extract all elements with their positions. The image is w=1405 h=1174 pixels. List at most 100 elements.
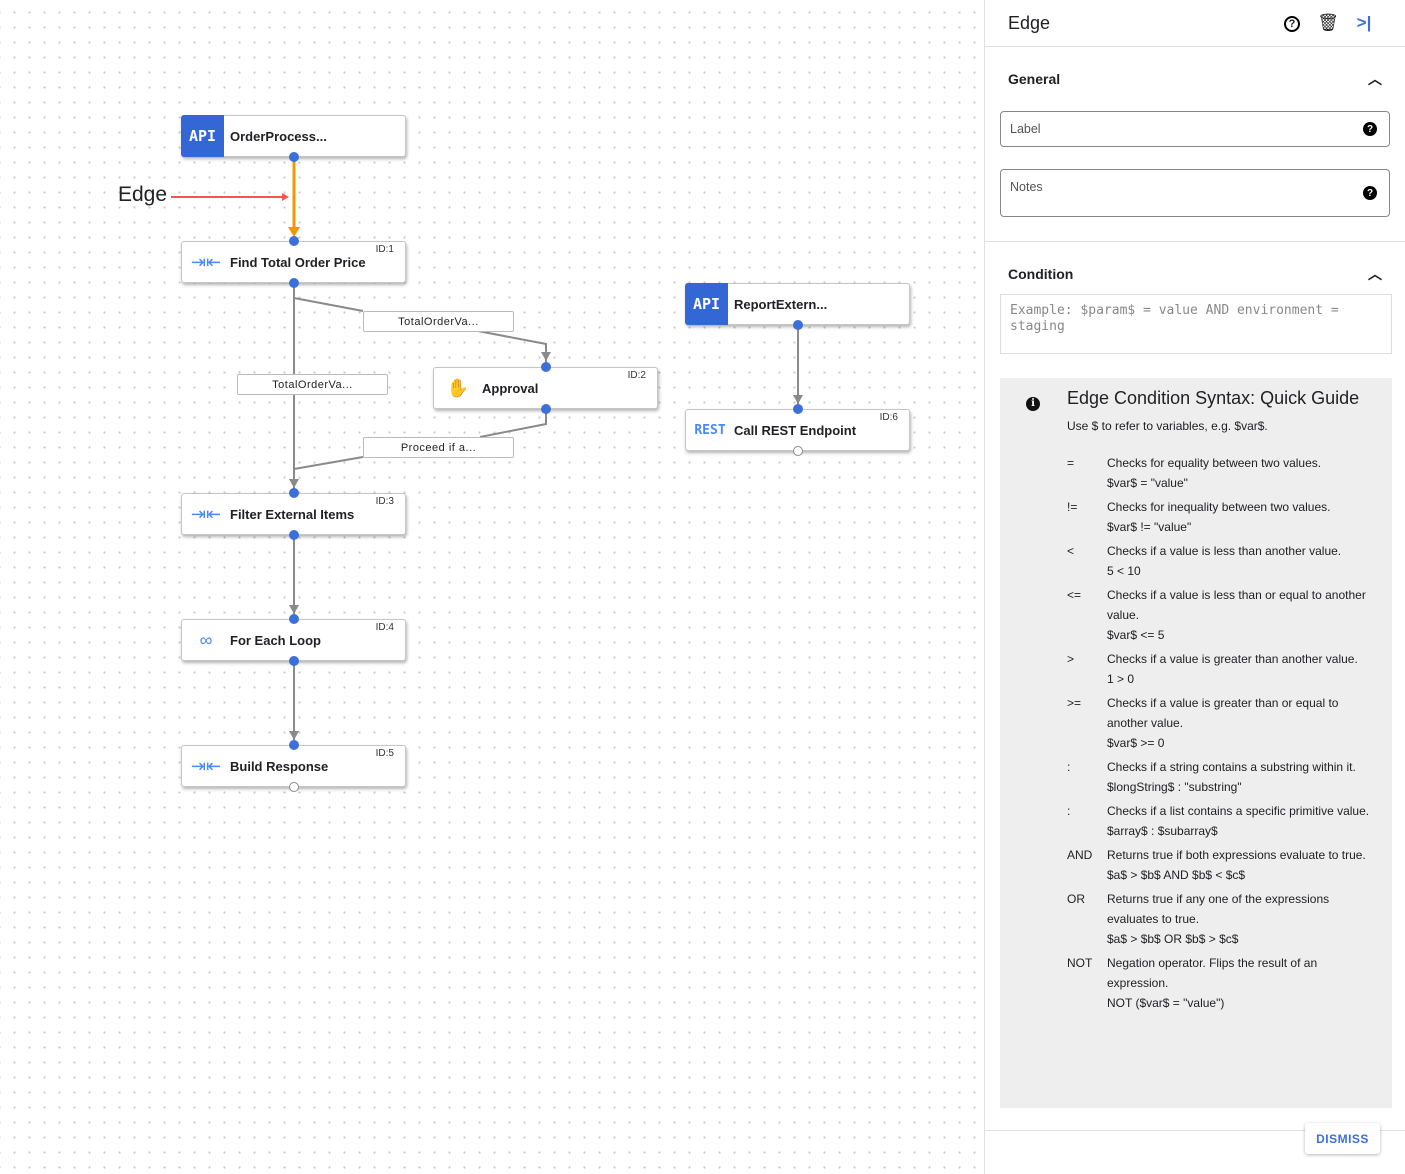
output-port[interactable] xyxy=(541,404,551,414)
operator-example: $var$ != "value" xyxy=(1107,520,1192,534)
operator: AND xyxy=(1067,848,1093,862)
collapse-panel-icon[interactable]: >| xyxy=(1356,13,1372,32)
input-port[interactable] xyxy=(289,488,299,498)
guide-row: :Checks if a list contains a specific pr… xyxy=(1067,801,1392,841)
operator-example: $var$ >= 0 xyxy=(1107,736,1165,750)
input-port[interactable] xyxy=(289,740,299,750)
operator-description: Negation operator. Flips the result of a… xyxy=(1107,956,1318,990)
condition-header[interactable]: Condition︿ xyxy=(985,242,1405,306)
operator-description: Checks if a value is less than or equal … xyxy=(1107,588,1366,622)
condition-input[interactable]: Example: $param$ = value AND environment… xyxy=(1000,294,1392,354)
divider xyxy=(985,241,1405,242)
general-header[interactable]: General ︿ xyxy=(1000,47,1390,111)
output-port[interactable] xyxy=(793,446,803,456)
output-port[interactable] xyxy=(793,320,803,330)
hand-icon: ✋ xyxy=(446,377,470,398)
node-id: ID:4 xyxy=(375,622,394,633)
operator: NOT xyxy=(1067,956,1093,970)
node-filter[interactable]: ⇥⇤ Filter External Items ID:3 xyxy=(181,488,406,540)
input-port[interactable] xyxy=(289,236,299,246)
node-api-orderprocess[interactable]: API OrderProcess... xyxy=(181,115,406,162)
guide-row: != Checks for inequality between two valu… xyxy=(1067,497,1392,537)
data-mapping-icon: ⇥⇤ xyxy=(190,755,222,776)
output-port[interactable] xyxy=(289,152,299,162)
operator: != xyxy=(1067,500,1078,514)
edge-label[interactable]: TotalOrderVa... xyxy=(237,374,388,395)
operator: OR xyxy=(1067,892,1085,906)
divider xyxy=(985,1130,1405,1131)
guide-intro: Use $ to refer to variables, e.g. $var$. xyxy=(1067,419,1268,433)
notes-textarea[interactable]: Notes? xyxy=(1000,169,1390,217)
dismiss-button[interactable]: DISMISS xyxy=(1305,1123,1380,1154)
node-title: OrderProcess... xyxy=(230,128,327,144)
node-for-each[interactable]: ∞ For Each Loop ID:4 xyxy=(181,614,406,666)
label-input[interactable]: Label? xyxy=(1000,111,1390,147)
node-id: ID:3 xyxy=(375,496,394,507)
help-icon[interactable]: ? xyxy=(1363,122,1377,136)
edge-label[interactable]: TotalOrderVa... xyxy=(363,311,514,332)
chevron-up-icon[interactable]: ︿ xyxy=(1368,71,1382,87)
arrowhead xyxy=(289,731,299,740)
edges-layer xyxy=(171,157,803,740)
operator-example: NOT ($var$ = "value") xyxy=(1107,996,1225,1010)
node-title: ReportExtern... xyxy=(734,296,828,312)
node-find-total[interactable]: ⇥⇤ Find Total Order Price ID:1 xyxy=(181,236,406,288)
guide-row: : Checks if a string contains a substring… xyxy=(1067,757,1392,797)
node-build-response[interactable]: ⇥⇤ Build Response ID:5 xyxy=(181,740,406,792)
api-icon: API xyxy=(685,283,728,325)
node-api-reportextern[interactable]: API ReportExtern... xyxy=(685,283,910,330)
help-icon[interactable]: ? xyxy=(1274,14,1310,32)
operator: <= xyxy=(1067,588,1082,602)
operator-example: $var$ <= 5 xyxy=(1107,628,1165,642)
panel-title: Edge xyxy=(1008,12,1051,33)
node-call-rest[interactable]: REST Call REST Endpoint ID:6 xyxy=(685,404,910,456)
workflow-canvas[interactable]: Edge API OrderProcess... ⇥⇤ Find Total O… xyxy=(0,0,984,1174)
operator-example: $var$ = "value" xyxy=(1107,476,1188,490)
arrowhead xyxy=(541,352,551,361)
operator: < xyxy=(1067,544,1075,558)
node-title: Call REST Endpoint xyxy=(734,422,857,438)
node-approval[interactable]: ✋ Approval ID:2 xyxy=(433,362,658,414)
operator-description: Checks if a value is greater than anothe… xyxy=(1107,652,1358,666)
panel-header: Edge ? 🗑 >| xyxy=(985,0,1405,47)
info-icon: i xyxy=(1026,397,1040,411)
operator-example: $a$ > $b$ AND $b$ < $c$ xyxy=(1107,868,1246,882)
chevron-up-icon[interactable]: ︿ xyxy=(1368,266,1382,282)
node-title: For Each Loop xyxy=(230,632,321,648)
node-id: ID:1 xyxy=(375,244,394,255)
operator-description: Checks if a string contains a substring … xyxy=(1107,760,1356,774)
operator: : xyxy=(1067,804,1071,818)
output-port[interactable] xyxy=(289,656,299,666)
operator: : xyxy=(1067,760,1071,774)
operator-description: Checks for inequality between two values… xyxy=(1107,500,1331,514)
help-icon[interactable]: ? xyxy=(1363,186,1377,200)
guide-row: NOT Negation operator. Flips the result o… xyxy=(1067,953,1392,1013)
node-title: Find Total Order Price xyxy=(230,254,366,270)
arrowhead xyxy=(793,395,803,404)
node-title: Approval xyxy=(482,380,539,396)
output-port[interactable] xyxy=(289,530,299,540)
section-title: General xyxy=(1008,71,1061,87)
selected-edge-arrowhead xyxy=(288,227,300,237)
delete-icon[interactable]: 🗑 xyxy=(1317,13,1339,32)
arrowhead xyxy=(289,605,299,614)
edge-label[interactable]: Proceed if a... xyxy=(363,437,514,458)
node-id: ID:2 xyxy=(627,370,646,381)
input-port[interactable] xyxy=(289,614,299,624)
operator-description: Returns true if both expressions evaluat… xyxy=(1107,848,1366,862)
node-id: ID:6 xyxy=(879,412,898,423)
rest-icon: REST xyxy=(694,422,726,438)
output-port[interactable] xyxy=(289,278,299,288)
operator-description: Checks if a value is greater than or equ… xyxy=(1107,696,1339,730)
notes-placeholder: Notes xyxy=(1010,180,1043,194)
input-port[interactable] xyxy=(793,404,803,414)
guide-row: >=Checks if a value is greater than or e… xyxy=(1067,693,1392,753)
guide-row: <= Checks if a value is less than or equa… xyxy=(1067,585,1392,645)
quick-guide: i Edge Condition Syntax: Quick Guide Use… xyxy=(1000,378,1392,1108)
loop-icon: ∞ xyxy=(199,629,213,650)
input-port[interactable] xyxy=(541,362,551,372)
properties-panel: Edge ? 🗑 >| General ︿ Label? Notes? Condi… xyxy=(984,0,1405,1174)
output-port[interactable] xyxy=(289,782,299,792)
arrowhead xyxy=(289,479,299,488)
